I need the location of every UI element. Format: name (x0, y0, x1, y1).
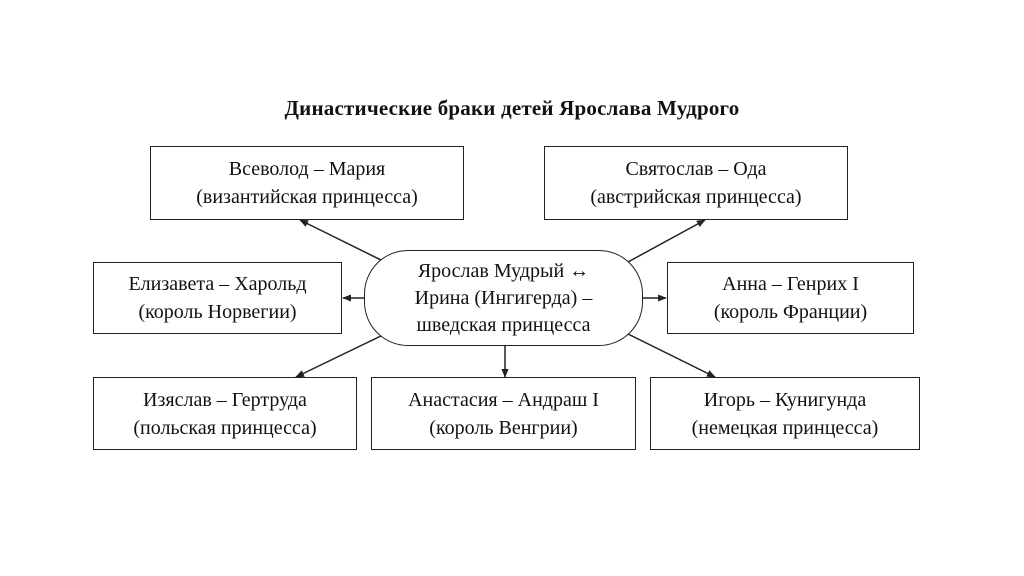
center-line: Ярослав Мудрый ↔ (417, 259, 590, 282)
arrow-to-svyatoslav (627, 219, 706, 263)
marriage-box-izyaslav: Изяслав – Гертруда (польская принцесса) (93, 377, 357, 450)
marriage-couple: Изяслав – Гертруда (143, 388, 307, 411)
marriage-couple: Анна – Генрих I (722, 273, 859, 295)
marriage-couple: Анастасия – Андраш I (408, 388, 599, 411)
marriage-spouse-origin: (польская принцесса) (133, 416, 317, 439)
marriage-box-svyatoslav: Святослав – Ода (австрийская принцесса) (544, 146, 848, 220)
marriage-spouse-origin: (король Норвегии) (138, 301, 297, 323)
marriage-spouse-origin: (австрийская принцесса) (590, 186, 802, 208)
marriage-couple: Святослав – Ода (625, 158, 767, 180)
marriage-box-vsevolod: Всеволод – Мария (византийская принцесса… (150, 146, 464, 220)
arrow-to-igor (627, 333, 716, 378)
center-line: Ирина (Ингигерда) – (414, 286, 593, 309)
marriage-couple: Елизавета – Харольд (128, 273, 307, 295)
marriage-spouse-origin: (король Франции) (713, 301, 868, 323)
marriage-spouse-origin: (византийская принцесса) (196, 186, 418, 208)
marriage-box-anna: Анна – Генрих I (король Франции) (667, 262, 914, 334)
center-line: шведская принцесса (416, 313, 591, 336)
marriage-box-igor: Игорь – Кунигунда (немецкая принцесса) (650, 377, 920, 450)
marriage-couple: Игорь – Кунигунда (703, 388, 867, 411)
center-node-yaroslav: Ярослав Мудрый ↔ Ирина (Ингигерда) – шве… (364, 250, 643, 346)
arrow-to-vsevolod (299, 219, 386, 263)
marriage-couple: Всеволод – Мария (228, 158, 386, 180)
marriage-spouse-origin: (король Венгрии) (429, 416, 578, 439)
marriage-spouse-origin: (немецкая принцесса) (691, 416, 879, 439)
arrow-to-izyaslav (295, 333, 386, 378)
diagram-title: Династические браки детей Ярослава Мудро… (284, 96, 740, 120)
marriage-box-elizaveta: Елизавета – Харольд (король Норвегии) (93, 262, 342, 334)
marriage-box-anastasia: Анастасия – Андраш I (король Венгрии) (371, 377, 636, 450)
